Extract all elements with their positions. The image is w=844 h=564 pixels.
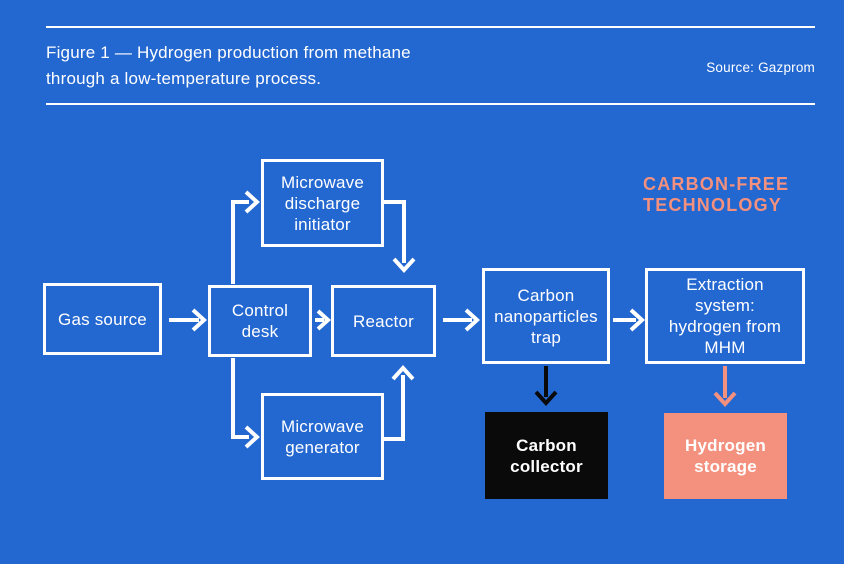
node-control-desk: Control desk [208,285,312,357]
microwave-generator-label: Microwave generator [280,416,365,457]
node-extraction-system: Extraction system: hydrogen from MHM [645,268,805,364]
arrow-trap-to-carbon-collector [534,366,558,406]
node-microwave-generator: Microwave generator [261,393,384,480]
arrow-reactor-to-carbon-nanoparticles-trap [443,308,480,332]
header-divider-rule [46,103,815,105]
arrow-control-desk-to-reactor [315,309,331,331]
arrow-trap-to-extraction-system [613,308,645,332]
arrow-control-desk-to-microwave-generator [231,358,260,449]
source-credit: Source: Gazprom [706,60,815,75]
node-microwave-discharge-initiator: Microwave discharge initiator [261,159,384,247]
node-hydrogen-storage: Hydrogen storage [664,413,787,499]
carbon-nanoparticles-trap-label: Carbon nanoparticles trap [494,285,598,347]
carbon-collector-label: Carbon collector [510,435,583,476]
arrow-microwave-generator-to-reactor [384,365,415,441]
arrow-control-desk-to-microwave-discharge-initiator [231,190,260,284]
carbon-free-technology-label: CARBON-FREE TECHNOLOGY [643,174,790,215]
node-carbon-nanoparticles-trap: Carbon nanoparticles trap [482,268,610,364]
top-divider-rule [46,26,815,28]
hydrogen-storage-label: Hydrogen storage [685,436,766,476]
extraction-system-label: Extraction system: hydrogen from MHM [668,275,782,357]
reactor-label: Reactor [353,311,414,331]
arrow-extraction-to-hydrogen-storage [713,366,737,407]
gas-source-label: Gas source [58,309,147,329]
node-carbon-collector: Carbon collector [485,412,608,499]
arrow-gas-source-to-control-desk [169,308,207,332]
microwave-discharge-initiator-label: Microwave discharge initiator [280,172,365,234]
arrow-microwave-discharge-initiator-to-reactor [384,200,416,273]
figure-title: Figure 1 — Hydrogen production from meth… [46,43,411,88]
node-reactor: Reactor [331,285,436,357]
node-gas-source: Gas source [43,283,162,355]
control-desk-label: Control desk [231,301,289,341]
